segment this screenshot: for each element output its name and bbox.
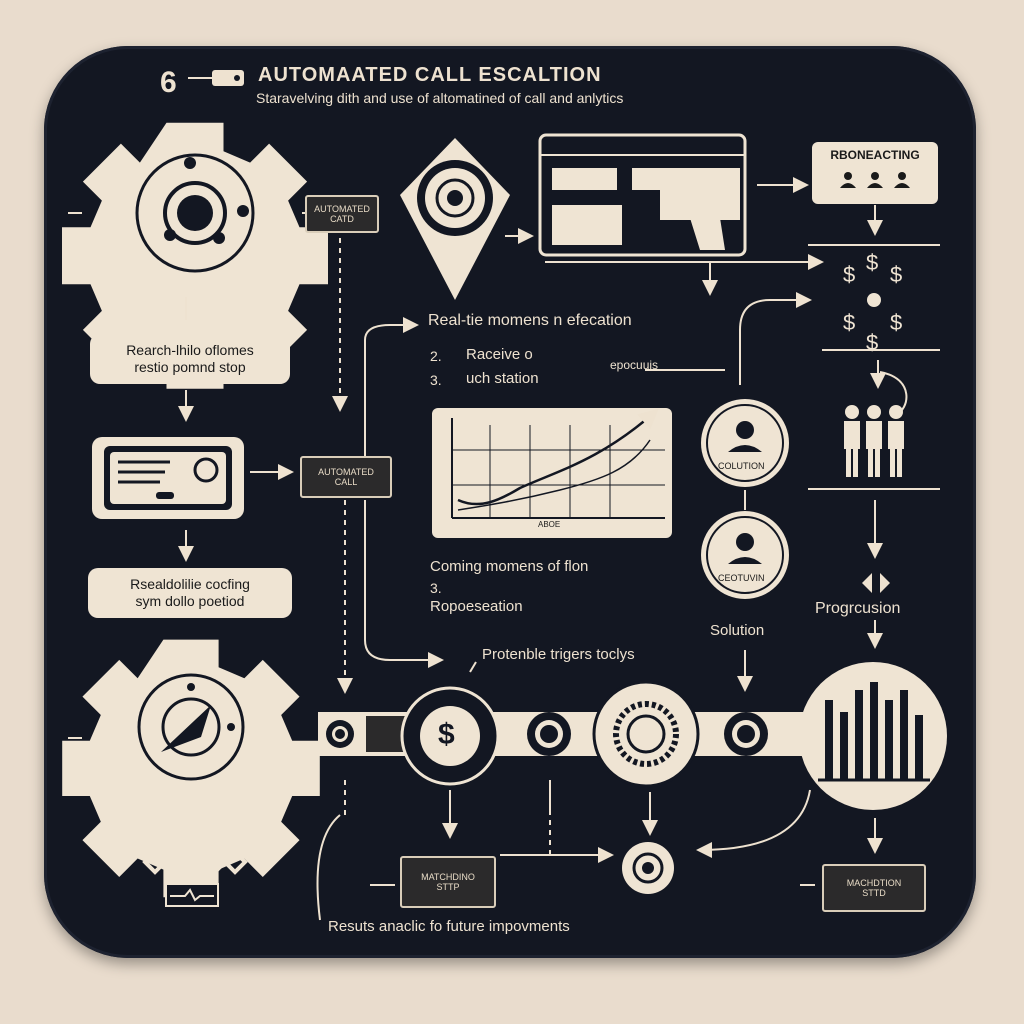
chart-caption: ABOE xyxy=(538,520,561,529)
gear-pointer-icon xyxy=(62,639,320,898)
left-label-1: Rearch-lhilo oflomes restio pomnd stop xyxy=(90,334,290,384)
dollar-network-icon: $ $ $ $ $ $ xyxy=(843,250,902,355)
user-circle-icon xyxy=(701,511,789,599)
realtime-heading: Real-tie momens n efecation xyxy=(428,312,632,329)
progression-label: Progrcusion xyxy=(815,600,901,617)
header-key-icon xyxy=(188,70,244,86)
gear-icon xyxy=(62,122,328,389)
side-note: epocuuis xyxy=(610,358,659,372)
cog-circle-icon xyxy=(592,680,700,788)
line-chart-card xyxy=(432,408,672,538)
solution-label: Solution xyxy=(710,622,765,639)
results-caption: Resuts anaclic fo future impovments xyxy=(328,918,570,935)
bar-chart-circle-icon xyxy=(799,662,947,810)
dollar-sign: $ xyxy=(438,718,455,751)
pulse-card-icon xyxy=(165,883,219,907)
svg-text:$: $ xyxy=(843,262,855,287)
timeline-bar xyxy=(318,712,838,756)
diagram-title: AUTOMAATED CALL ESCALTION xyxy=(258,64,602,86)
automated-catd-chip: AUTOMATED CATD xyxy=(305,195,379,233)
item-2-text: uch station xyxy=(466,370,539,387)
matchdino-chip: MATCHDINO STTP xyxy=(400,856,496,908)
machdtion-chip: MACHDTION STTD xyxy=(822,864,926,912)
svg-text:$: $ xyxy=(866,330,878,355)
triggers-label: Protenble trigers toclys xyxy=(482,646,635,663)
item-1-text: Raceive o xyxy=(466,346,533,363)
svg-text:$: $ xyxy=(890,262,902,287)
diagram-subtitle: Staravelving dith and use of altomatined… xyxy=(256,90,624,106)
circle-1-label: COLUTION xyxy=(718,461,765,471)
target-icon xyxy=(622,842,674,894)
id-card-icon xyxy=(92,437,244,519)
item-2-number: 3. xyxy=(430,372,442,388)
circle-2-label: CEOTUVIN xyxy=(718,573,765,583)
automated-call-chip: AUTOMATED CALL xyxy=(300,456,392,498)
svg-text:$: $ xyxy=(890,310,902,335)
lower-text: Ropoeseation xyxy=(430,598,523,615)
connector-icon xyxy=(142,849,248,875)
left-label-2: Rsealdolilie cocfing sym dollo poetiod xyxy=(88,568,292,618)
person-row-icon xyxy=(840,172,910,188)
top-right-label: RBONEACTING xyxy=(830,148,920,162)
people-group-icon xyxy=(844,405,904,477)
svg-text:$: $ xyxy=(843,310,855,335)
step-number: 6 xyxy=(160,66,177,99)
item-1-number: 2. xyxy=(430,348,442,364)
user-circle-icon xyxy=(701,399,789,487)
browser-window-icon xyxy=(538,133,747,257)
dollar-circle-icon xyxy=(400,686,500,786)
lower-number: 3. xyxy=(430,580,442,596)
top-right-card: RBONEACTING xyxy=(812,142,938,204)
coming-heading: Coming momens of flon xyxy=(430,558,589,575)
svg-text:$: $ xyxy=(866,250,878,275)
location-pin-icon xyxy=(400,138,510,300)
